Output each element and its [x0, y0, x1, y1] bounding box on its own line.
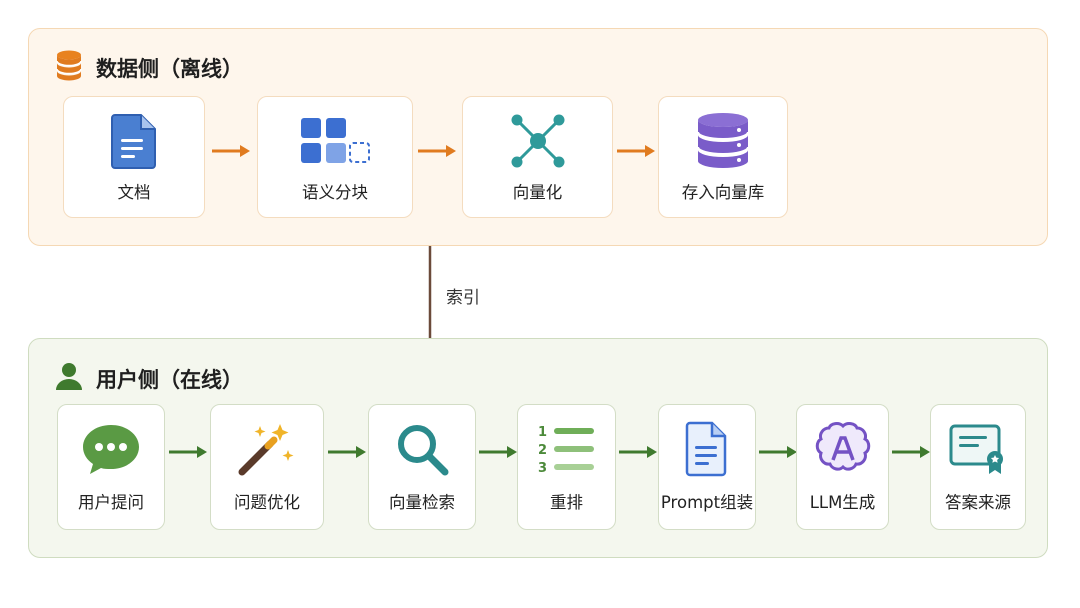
step-label: 重排: [550, 493, 583, 512]
offline-panel-title: 数据侧（离线）: [54, 49, 243, 86]
flow-arrow: [328, 446, 366, 458]
magic-wand-icon: [211, 419, 323, 479]
step-prompt-assembly: Prompt组装: [658, 404, 756, 530]
online-title-text: 用户侧（在线）: [96, 367, 243, 392]
flow-arrow: [418, 145, 456, 157]
step-label: 向量检索: [389, 493, 455, 512]
database-icon: [659, 111, 787, 171]
step-document: 文档: [63, 96, 205, 218]
step-query-optimization: 问题优化: [210, 404, 324, 530]
step-llm-generation: LLM生成: [796, 404, 889, 530]
step-user-question: 用户提问: [57, 404, 165, 530]
step-label: 存入向量库: [681, 183, 765, 202]
ranked-list-icon: 1 2 3: [518, 419, 615, 479]
certificate-icon: [931, 419, 1025, 479]
step-label: 语义分块: [302, 183, 368, 202]
database-icon: [54, 49, 84, 86]
user-icon: [54, 361, 84, 396]
step-vectorize: 向量化: [462, 96, 613, 218]
chat-bubble-icon: [58, 419, 164, 479]
offline-title-text: 数据侧（离线）: [96, 56, 243, 81]
step-semantic-chunking: 语义分块: [257, 96, 413, 218]
step-store-vector-db: 存入向量库: [658, 96, 788, 218]
document-icon: [64, 111, 204, 171]
step-label: LLM生成: [809, 493, 876, 512]
step-label: 用户提问: [78, 493, 144, 512]
document-icon: [659, 419, 755, 479]
step-label: Prompt组装: [660, 493, 754, 512]
step-label: 文档: [117, 183, 151, 202]
step-label: 答案来源: [945, 493, 1011, 512]
network-icon: [463, 111, 612, 171]
svg-text:2: 2: [538, 443, 547, 458]
step-rerank: 1 2 3 重排: [517, 404, 616, 530]
step-label: 向量化: [512, 183, 563, 202]
blocks-icon: [258, 111, 412, 171]
online-panel-title: 用户侧（在线）: [54, 361, 243, 396]
step-label: 问题优化: [234, 493, 300, 512]
flow-arrow: [617, 145, 655, 157]
ai-brain-icon: [797, 419, 888, 479]
step-answer-sources: 答案来源: [930, 404, 1026, 530]
flow-arrow: [169, 446, 207, 458]
flow-arrow: [759, 446, 797, 458]
index-label: 索引: [446, 288, 480, 308]
svg-text:3: 3: [538, 461, 547, 476]
flow-arrow: [892, 446, 930, 458]
search-icon: [369, 419, 475, 479]
step-vector-retrieval: 向量检索: [368, 404, 476, 530]
flow-arrow: [212, 145, 250, 157]
svg-text:1: 1: [538, 425, 547, 440]
flow-arrow: [479, 446, 517, 458]
flow-arrow: [619, 446, 657, 458]
